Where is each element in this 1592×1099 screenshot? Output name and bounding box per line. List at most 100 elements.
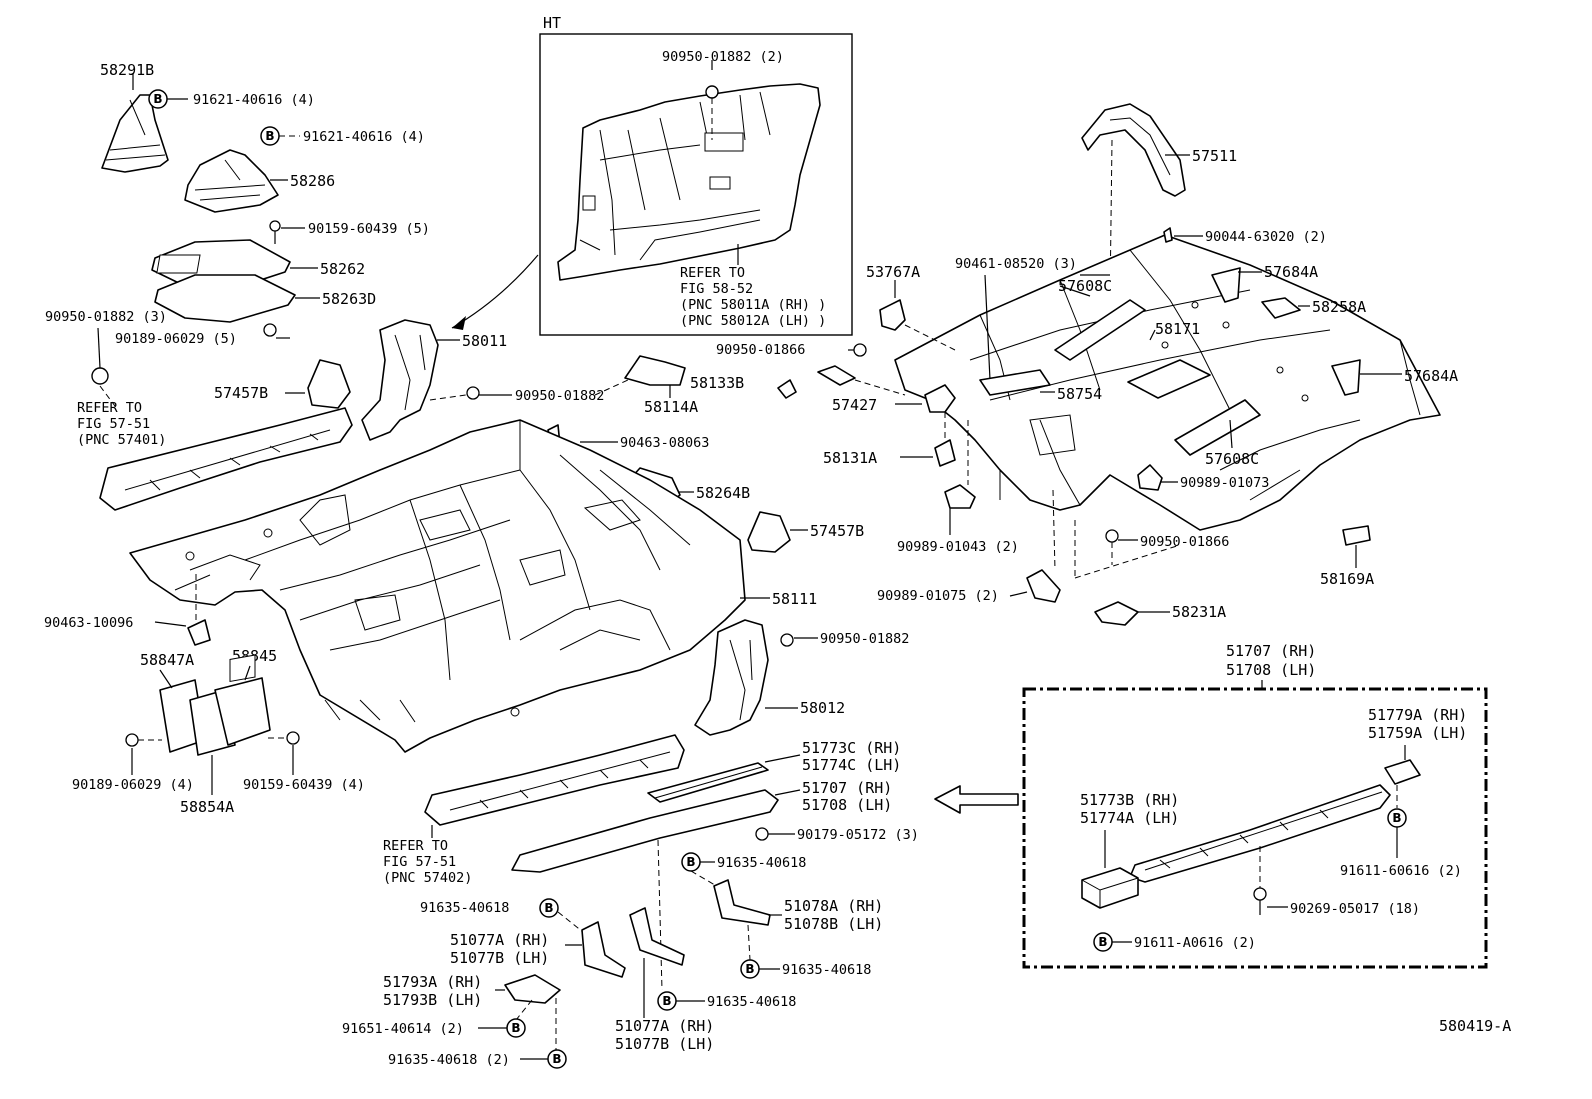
part-58011: [361, 319, 439, 441]
label-90989-01043: 90989-01043 (2): [897, 539, 1019, 555]
label-57427: 57427: [832, 396, 877, 414]
refer-57401-2: FIG 57-51: [77, 416, 150, 432]
inset-ht-frame: [539, 33, 853, 336]
label-91611-60616: 91611-60616 (2): [1340, 863, 1462, 879]
label-90989-01073: 90989-01073: [1180, 475, 1269, 491]
part-51077A-mid: [629, 907, 685, 966]
part-57427: [924, 384, 956, 413]
label-58171: 58171: [1155, 320, 1200, 338]
part-90044: [1163, 227, 1173, 243]
label-51077B-a: 51077B (LH): [450, 949, 549, 967]
part-58012: [694, 619, 769, 736]
label-57608C-a: 57608C: [1058, 277, 1112, 295]
label-90950-b: 90950-01882: [515, 388, 604, 404]
sill-box-frame: [1022, 687, 1488, 969]
part-58291B: [101, 94, 169, 173]
label-90463-08063: 90463-08063: [620, 435, 709, 451]
part-ht-panel: [557, 83, 821, 281]
label-58114A: 58114A: [644, 398, 698, 416]
part-58131A: [934, 439, 956, 467]
arrow-head-icon: [452, 316, 466, 330]
label-91635-e: 91635-40618 (2): [388, 1052, 510, 1068]
clip-icon: [91, 367, 109, 385]
clip-icon: [755, 827, 769, 841]
label-58133B: 58133B: [690, 374, 744, 392]
label-51774A: 51774A (LH): [1080, 809, 1179, 827]
label-51077A-a: 51077A (RH): [450, 931, 549, 949]
refer-57402-2: FIG 57-51: [383, 854, 456, 870]
label-90179: 90179-05172 (3): [797, 827, 919, 843]
label-90950-01866-a: 90950-01866: [716, 342, 805, 358]
label-91635-a: 91635-40618: [717, 855, 806, 871]
label-58169A: 58169A: [1320, 570, 1374, 588]
part-bracket-upper: [817, 365, 856, 386]
inset-ht-title: HT: [543, 14, 561, 32]
part-51793A: [504, 974, 561, 1004]
label-57684A-b: 57684A: [1404, 367, 1458, 385]
label-58131A: 58131A: [823, 449, 877, 467]
label-58231A: 58231A: [1172, 603, 1226, 621]
inset-ht: HT 90950-01882 (2) REFER TO FIG 58-52 (P…: [539, 14, 853, 336]
part-51773B: [1081, 867, 1139, 909]
clip-icon: [1105, 529, 1119, 543]
svg-text:B: B: [265, 129, 274, 143]
label-57511: 57511: [1192, 147, 1237, 165]
label-58286: 58286: [290, 172, 335, 190]
label-51773B: 51773B (RH): [1080, 791, 1179, 809]
label-51759A: 51759A (LH): [1368, 724, 1467, 742]
part-58171: [1127, 359, 1211, 399]
label-91611-A0616: 91611-A0616 (2): [1134, 935, 1256, 951]
part-57608C-top: [1054, 299, 1146, 361]
inset-ht-refer-4: (PNC 58012A (LH) ): [680, 313, 826, 329]
label-57684A-a: 57684A: [1264, 263, 1318, 281]
part-58258A: [1261, 297, 1301, 319]
sill-box-header-1: 51707 (RH): [1226, 642, 1316, 660]
svg-text:B: B: [544, 901, 553, 915]
nut-icon: [263, 323, 277, 337]
refer-57401-3: (PNC 57401): [77, 432, 166, 448]
label-58011: 58011: [462, 332, 507, 350]
part-51707-step: [511, 789, 779, 873]
label-58854A: 58854A: [180, 798, 234, 816]
label-58258A: 58258A: [1312, 298, 1366, 316]
label-57457B-a: 57457B: [214, 384, 268, 402]
label-51773C: 51773C (RH): [802, 739, 901, 757]
part-57684A-top: [1211, 267, 1241, 303]
screw-icon: [286, 731, 300, 745]
part-90989-01075: [1026, 569, 1061, 603]
ht-panel-slot-a: [704, 132, 744, 152]
refer-57402-1: REFER TO: [383, 838, 448, 854]
ht-panel-detail: [579, 91, 771, 261]
part-57684A-right: [1331, 359, 1361, 396]
part-90989-01043: [944, 484, 976, 509]
label-91651: 91651-40614 (2): [342, 1021, 464, 1037]
label-51793B: 51793B (LH): [383, 991, 482, 1009]
label-90950-01866-b: 90950-01866: [1140, 534, 1229, 550]
label-58754: 58754: [1057, 385, 1102, 403]
label-58012: 58012: [800, 699, 845, 717]
screw-icon: [269, 220, 281, 232]
svg-text:B: B: [1392, 811, 1401, 825]
label-91621-b: 91621-40616 (4): [303, 129, 425, 145]
svg-text:B: B: [153, 92, 162, 106]
label-91635-b: 91635-40618: [782, 962, 871, 978]
inset-ht-refer-2: FIG 58-52: [680, 281, 753, 297]
label-90269: 90269-05017 (18): [1290, 901, 1420, 917]
bolt-b-icon: [539, 898, 559, 918]
label-91635-e-mid: 91635-40618: [707, 994, 796, 1010]
label-90989-01075: 90989-01075 (2): [877, 588, 999, 604]
label-51707: 51707 (RH): [802, 779, 892, 797]
part-58263D: [154, 274, 296, 323]
part-58754: [979, 369, 1051, 396]
label-58263D: 58263D: [322, 290, 376, 308]
label-51077A-b: 51077A (RH): [615, 1017, 714, 1035]
part-58169A: [1342, 525, 1371, 546]
svg-text:B: B: [552, 1052, 561, 1066]
label-51793A: 51793A (RH): [383, 973, 482, 991]
label-51078A: 51078A (RH): [784, 897, 883, 915]
arrow-left-icon: [934, 785, 1019, 814]
label-51077B-b: 51077B (LH): [615, 1035, 714, 1053]
part-58286: [184, 149, 279, 213]
label-90159-4: 90159-60439 (4): [243, 777, 365, 793]
